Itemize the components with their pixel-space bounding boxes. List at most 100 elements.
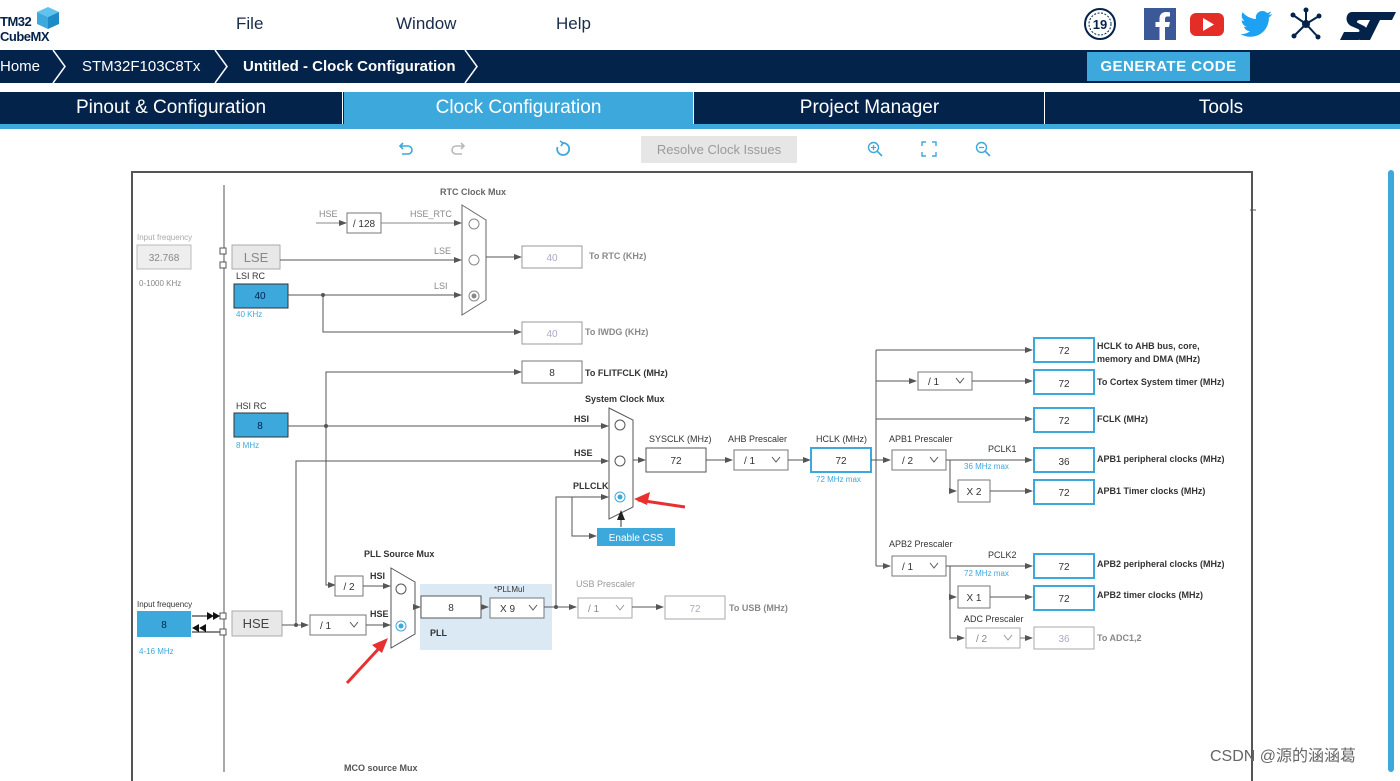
clock-toolbar xyxy=(0,130,1400,168)
rtc-output-field[interactable] xyxy=(521,245,583,269)
breadcrumb-device[interactable]: STM32F103C8Tx xyxy=(82,58,201,75)
sysclk-mux-pllclk-label: PLLCLK xyxy=(573,481,609,491)
apb2-peripheral-output-value: 72 xyxy=(1058,562,1070,573)
pll-source-mux[interactable] xyxy=(390,567,416,649)
chevron-down-icon xyxy=(528,604,538,611)
tab-project-manager[interactable]: Project Manager xyxy=(695,92,1045,124)
adc-prescaler-select[interactable] xyxy=(965,627,1021,649)
hclk-field[interactable] xyxy=(810,447,872,473)
chevron-down-icon xyxy=(929,562,939,569)
pll-input-value: 8 xyxy=(448,603,454,614)
hse-label: HSE xyxy=(243,616,270,631)
fit-screen-icon[interactable] xyxy=(920,140,938,158)
stm32cubemx-logo: TM32 CubeMX xyxy=(0,6,62,46)
chevron-down-icon xyxy=(929,456,939,463)
zoom-in-icon[interactable] xyxy=(866,140,884,158)
lsi-rc-box[interactable] xyxy=(233,283,289,309)
apb1-timer-multiplier-value: X 2 xyxy=(966,487,981,498)
usb-output-field[interactable] xyxy=(664,595,726,620)
pll-label: PLL xyxy=(430,628,448,638)
apb1-prescaler-value: / 2 xyxy=(902,456,914,467)
menu-window[interactable]: Window xyxy=(396,14,457,33)
hse-frequency-value: 8 xyxy=(161,620,167,631)
logo-text-line2: CubeMX xyxy=(0,29,50,44)
menu-file[interactable]: File xyxy=(236,14,264,33)
resolve-clock-issues-button[interactable]: Resolve Clock Issues xyxy=(641,136,797,163)
sysclk-mux-radio-hse[interactable] xyxy=(614,455,626,467)
apb2-prescaler-value: / 1 xyxy=(902,562,914,573)
usb-prescaler-select[interactable] xyxy=(577,597,633,619)
apb2-timer-output-field[interactable] xyxy=(1033,585,1095,611)
fclk-output-field[interactable] xyxy=(1033,407,1095,433)
tab-tools[interactable]: Tools xyxy=(1198,97,1244,118)
cortex-divider-select[interactable] xyxy=(917,371,973,391)
apb1-prescaler-select[interactable] xyxy=(891,449,947,471)
st-logo-icon[interactable] xyxy=(1338,10,1398,42)
iwdg-output-field[interactable] xyxy=(521,321,583,345)
apb2-timer-multiplier-value: X 1 xyxy=(966,593,981,604)
flitfclk-output-field[interactable] xyxy=(521,360,583,384)
rtc-mux-lse-label: LSE xyxy=(434,246,451,256)
rtc-mux-title: RTC Clock Mux xyxy=(440,187,506,197)
hse-frequency-input[interactable] xyxy=(137,611,191,637)
apb2-peripheral-output-field[interactable] xyxy=(1033,553,1095,579)
hse-oscillator-box[interactable] xyxy=(231,610,283,637)
tab-clock-configuration[interactable]: Clock Configuration xyxy=(344,92,694,124)
usb-output-label: To USB (MHz) xyxy=(729,603,788,613)
tab-pinout-configuration[interactable]: Pinout & Configuration xyxy=(0,92,343,124)
rtc-mux-lsi-label: LSI xyxy=(434,281,448,291)
rtc-output-value: 40 xyxy=(546,253,558,264)
adc-output-field[interactable] xyxy=(1033,626,1095,650)
cortex-output-field[interactable] xyxy=(1033,369,1095,395)
rtc-div128-label: / 128 xyxy=(353,219,376,230)
menu-help[interactable]: Help xyxy=(556,14,591,33)
rtc-mux-radio-hse[interactable] xyxy=(468,218,480,230)
usb-prescaler-value: / 1 xyxy=(588,604,600,615)
ahb-output-field[interactable] xyxy=(1033,337,1095,363)
pll-mux-hse-label: HSE xyxy=(370,609,389,619)
youtube-icon[interactable] xyxy=(1189,6,1225,42)
hse-rtc-label: HSE_RTC xyxy=(410,209,452,219)
apb1-timer-output-field[interactable] xyxy=(1033,479,1095,505)
apb1-prescaler-label: APB1 Prescaler xyxy=(889,434,953,444)
fclk-output-label: FCLK (MHz) xyxy=(1097,414,1148,424)
reset-icon[interactable] xyxy=(554,140,572,158)
breadcrumb-project[interactable]: Untitled - Clock Configuration xyxy=(243,58,456,75)
redo-icon[interactable] xyxy=(450,140,468,158)
pllmul-select[interactable] xyxy=(489,597,545,619)
vertical-scrollbar[interactable] xyxy=(1388,170,1394,772)
enable-css-label: Enable CSS xyxy=(609,533,664,544)
enable-css-button[interactable] xyxy=(597,528,675,546)
zoom-out-icon[interactable] xyxy=(974,140,992,158)
apb1-peripheral-output-field[interactable] xyxy=(1033,447,1095,473)
facebook-icon[interactable] xyxy=(1142,6,1178,42)
hsi-unit-label: 8 MHz xyxy=(236,441,259,450)
sysclk-mux-radio-hsi[interactable] xyxy=(614,419,626,431)
apb1-timer-output-value: 72 xyxy=(1058,488,1070,499)
apb2-prescaler-select[interactable] xyxy=(891,555,947,577)
flitfclk-output-value: 8 xyxy=(549,368,555,379)
pll-mux-radio-hsi[interactable] xyxy=(395,583,407,595)
breadcrumb-home[interactable]: Home xyxy=(0,58,41,75)
anniversary-badge-icon[interactable]: 19 xyxy=(1082,6,1118,42)
pll-source-mux-title: PLL Source Mux xyxy=(364,549,434,559)
hsi-rc-box[interactable] xyxy=(233,412,289,438)
hsi-div2-label: / 2 xyxy=(343,582,355,593)
chevron-right-icon xyxy=(214,50,228,83)
twitter-icon[interactable] xyxy=(1238,6,1274,42)
flitfclk-output-label: To FLITFCLK (MHz) xyxy=(585,368,668,378)
hse-pll-divider-select[interactable] xyxy=(309,614,367,636)
pll-mux-radio-hse-dot xyxy=(398,623,404,629)
chevron-right-icon xyxy=(464,50,478,83)
cortex-output-label: To Cortex System timer (MHz) xyxy=(1097,377,1224,387)
ahb-output-label: HCLK to AHB bus, core, xyxy=(1097,341,1200,351)
social-links: 19 xyxy=(1080,6,1400,46)
ahb-prescaler-select[interactable] xyxy=(733,449,789,471)
rtc-mux-radio-lse[interactable] xyxy=(468,254,480,266)
network-icon[interactable] xyxy=(1288,6,1324,42)
lse-frequency-input[interactable] xyxy=(136,244,192,270)
pclk1-label: PCLK1 xyxy=(988,444,1017,454)
generate-code-button[interactable]: GENERATE CODE xyxy=(1087,52,1250,81)
undo-icon[interactable] xyxy=(396,140,414,158)
lse-oscillator-box[interactable] xyxy=(231,244,281,270)
